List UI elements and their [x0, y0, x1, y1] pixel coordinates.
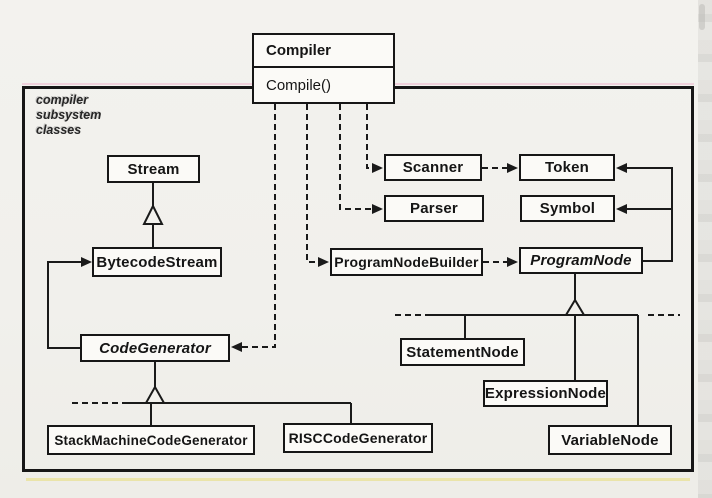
- scan-color-fringe-bottom: [26, 478, 690, 481]
- class-name: RISCCodeGenerator: [288, 430, 428, 446]
- inheritance-triangle-icon: [142, 203, 164, 225]
- class-symbol: Symbol: [520, 195, 615, 222]
- dependency-compiler-programnodebuilder: [306, 104, 329, 267]
- inheritance-triangle-icon: [144, 384, 166, 404]
- class-name: BytecodeStream: [96, 253, 218, 271]
- arrowhead-right-icon: [507, 163, 518, 173]
- class-name: Symbol: [539, 200, 596, 217]
- arrowhead-left-icon: [231, 342, 242, 352]
- class-stream: Stream: [107, 155, 200, 183]
- class-name: Compiler: [266, 42, 332, 59]
- class-token: Token: [519, 154, 615, 181]
- class-codegenerator: CodeGenerator: [80, 334, 230, 362]
- method-label: Compile(): [266, 76, 332, 94]
- class-method-compartment: Compile(): [254, 68, 393, 102]
- class-scanner: Scanner: [384, 154, 482, 181]
- scan-smudge: [699, 4, 705, 30]
- class-programnodebuilder: ProgramNodeBuilder: [330, 248, 483, 276]
- class-name: CodeGenerator: [99, 339, 211, 357]
- arrowhead-right-icon: [372, 163, 383, 173]
- class-parser: Parser: [384, 195, 484, 222]
- association-programnode-token-symbol: [616, 163, 673, 262]
- dependency-programnodebuilder-programnode: [483, 257, 518, 267]
- class-expressionnode: ExpressionNode: [483, 380, 608, 407]
- arrowhead-left-icon: [616, 204, 627, 214]
- inheritance-stream: [142, 183, 164, 247]
- subsystem-label: compiler subsystem classes: [36, 93, 102, 137]
- class-statementnode: StatementNode: [400, 338, 525, 366]
- dependency-scanner-token: [482, 163, 518, 173]
- inheritance-triangle-icon: [564, 298, 586, 316]
- class-name: Parser: [410, 200, 458, 217]
- class-name: StackMachineCodeGenerator: [54, 432, 248, 448]
- class-name: ExpressionNode: [484, 385, 607, 402]
- arrowhead-left-icon: [616, 163, 627, 173]
- dependency-compiler-scanner: [366, 104, 383, 173]
- class-bytecodestream: BytecodeStream: [92, 247, 222, 277]
- inheritance-codegenerator: [72, 362, 352, 425]
- arrowhead-right-icon: [372, 204, 383, 214]
- class-name: Token: [544, 159, 590, 176]
- dependency-compiler-codegenerator: [231, 104, 276, 352]
- scan-page-edge: [698, 0, 712, 498]
- class-programnode: ProgramNode: [519, 247, 643, 274]
- association-codegenerator-bytecodestream: [47, 257, 92, 349]
- arrowhead-right-icon: [318, 257, 329, 267]
- class-name: StatementNode: [406, 343, 519, 361]
- class-variablenode: VariableNode: [548, 425, 672, 455]
- class-name: Stream: [127, 160, 180, 178]
- class-name: VariableNode: [561, 431, 659, 449]
- class-name: ProgramNodeBuilder: [334, 254, 479, 270]
- inheritance-programnode: [395, 274, 680, 425]
- class-risccodegenerator: RISCCodeGenerator: [283, 423, 433, 453]
- arrowhead-right-icon: [507, 257, 518, 267]
- class-stackmachinecodegenerator: StackMachineCodeGenerator: [47, 425, 255, 455]
- arrowhead-right-icon: [81, 257, 92, 267]
- dependency-compiler-parser: [339, 104, 383, 214]
- class-name: ProgramNode: [530, 252, 632, 269]
- class-name-compartment: Compiler: [254, 35, 393, 68]
- class-name: Scanner: [402, 159, 464, 176]
- class-compiler: Compiler Compile(): [252, 33, 395, 104]
